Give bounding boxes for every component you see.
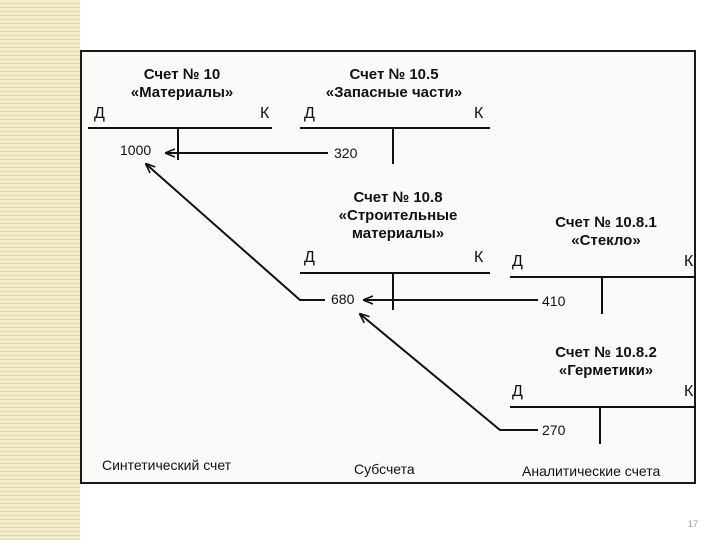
account-10-5-title: Счет № 10.5 <box>349 66 438 83</box>
account-10-8-2-credit-label: К <box>684 383 694 400</box>
account-10-5-value: 320 <box>334 145 358 161</box>
account-10-5-credit-label: К <box>474 105 484 122</box>
account-10-8-debit-label: Д <box>304 249 315 266</box>
caption-analytic: Аналитические счета <box>522 463 660 479</box>
decorative-side-stripe <box>0 0 80 540</box>
account-10-5: Счет № 10.5 «Запасные части» Д К 320 <box>300 66 490 164</box>
account-10-8-credit-label: К <box>474 249 484 266</box>
account-10-title: Счет № 10 <box>144 66 221 83</box>
account-10-name: «Материалы» <box>131 84 233 101</box>
account-10-8-1-name: «Стекло» <box>571 232 640 249</box>
caption-subaccounts: Субсчета <box>354 461 415 477</box>
arrow-10-8-to-10 <box>146 164 325 301</box>
account-10-credit-label: К <box>260 105 270 122</box>
account-10-8-1-debit-label: Д <box>512 253 523 270</box>
account-10-8-1-title: Счет № 10.8.1 <box>555 214 657 231</box>
account-10-8-2-title: Счет № 10.8.2 <box>555 344 657 361</box>
account-10-8-value: 680 <box>331 291 355 307</box>
account-10-8-name-line2: материалы» <box>352 225 444 242</box>
account-10-8-title: Счет № 10.8 <box>353 189 442 206</box>
arrow-10-8-2-to-10-8 <box>360 314 538 431</box>
account-10-8-1: Счет № 10.8.1 «Стекло» Д К 410 <box>510 214 696 314</box>
account-10-5-debit-label: Д <box>304 105 315 122</box>
account-10-debit-label: Д <box>94 105 105 122</box>
caption-synthetic: Синтетический счет <box>102 457 232 473</box>
diagram-canvas: Счет № 10 «Материалы» Д К 1000 Счет № 10… <box>88 66 696 479</box>
slide-number: 17 <box>688 519 699 529</box>
accounts-diagram: Счет № 10 «Материалы» Д К 1000 Счет № 10… <box>80 50 696 484</box>
account-10-8-2-debit-label: Д <box>512 383 523 400</box>
account-10-8-2-name: «Герметики» <box>559 362 653 379</box>
account-10: Счет № 10 «Материалы» Д К 1000 <box>88 66 272 160</box>
account-10-8-1-credit-label: К <box>684 253 694 270</box>
account-10-8-name-line1: «Строительные <box>339 207 458 224</box>
account-10-value: 1000 <box>120 142 151 158</box>
account-10-8-2-value: 270 <box>542 422 566 438</box>
account-10-5-name: «Запасные части» <box>326 84 463 101</box>
account-10-8-2: Счет № 10.8.2 «Герметики» Д К 270 <box>510 344 696 444</box>
account-10-8: Счет № 10.8 «Строительные материалы» Д К… <box>300 189 490 310</box>
account-10-8-1-value: 410 <box>542 293 566 309</box>
